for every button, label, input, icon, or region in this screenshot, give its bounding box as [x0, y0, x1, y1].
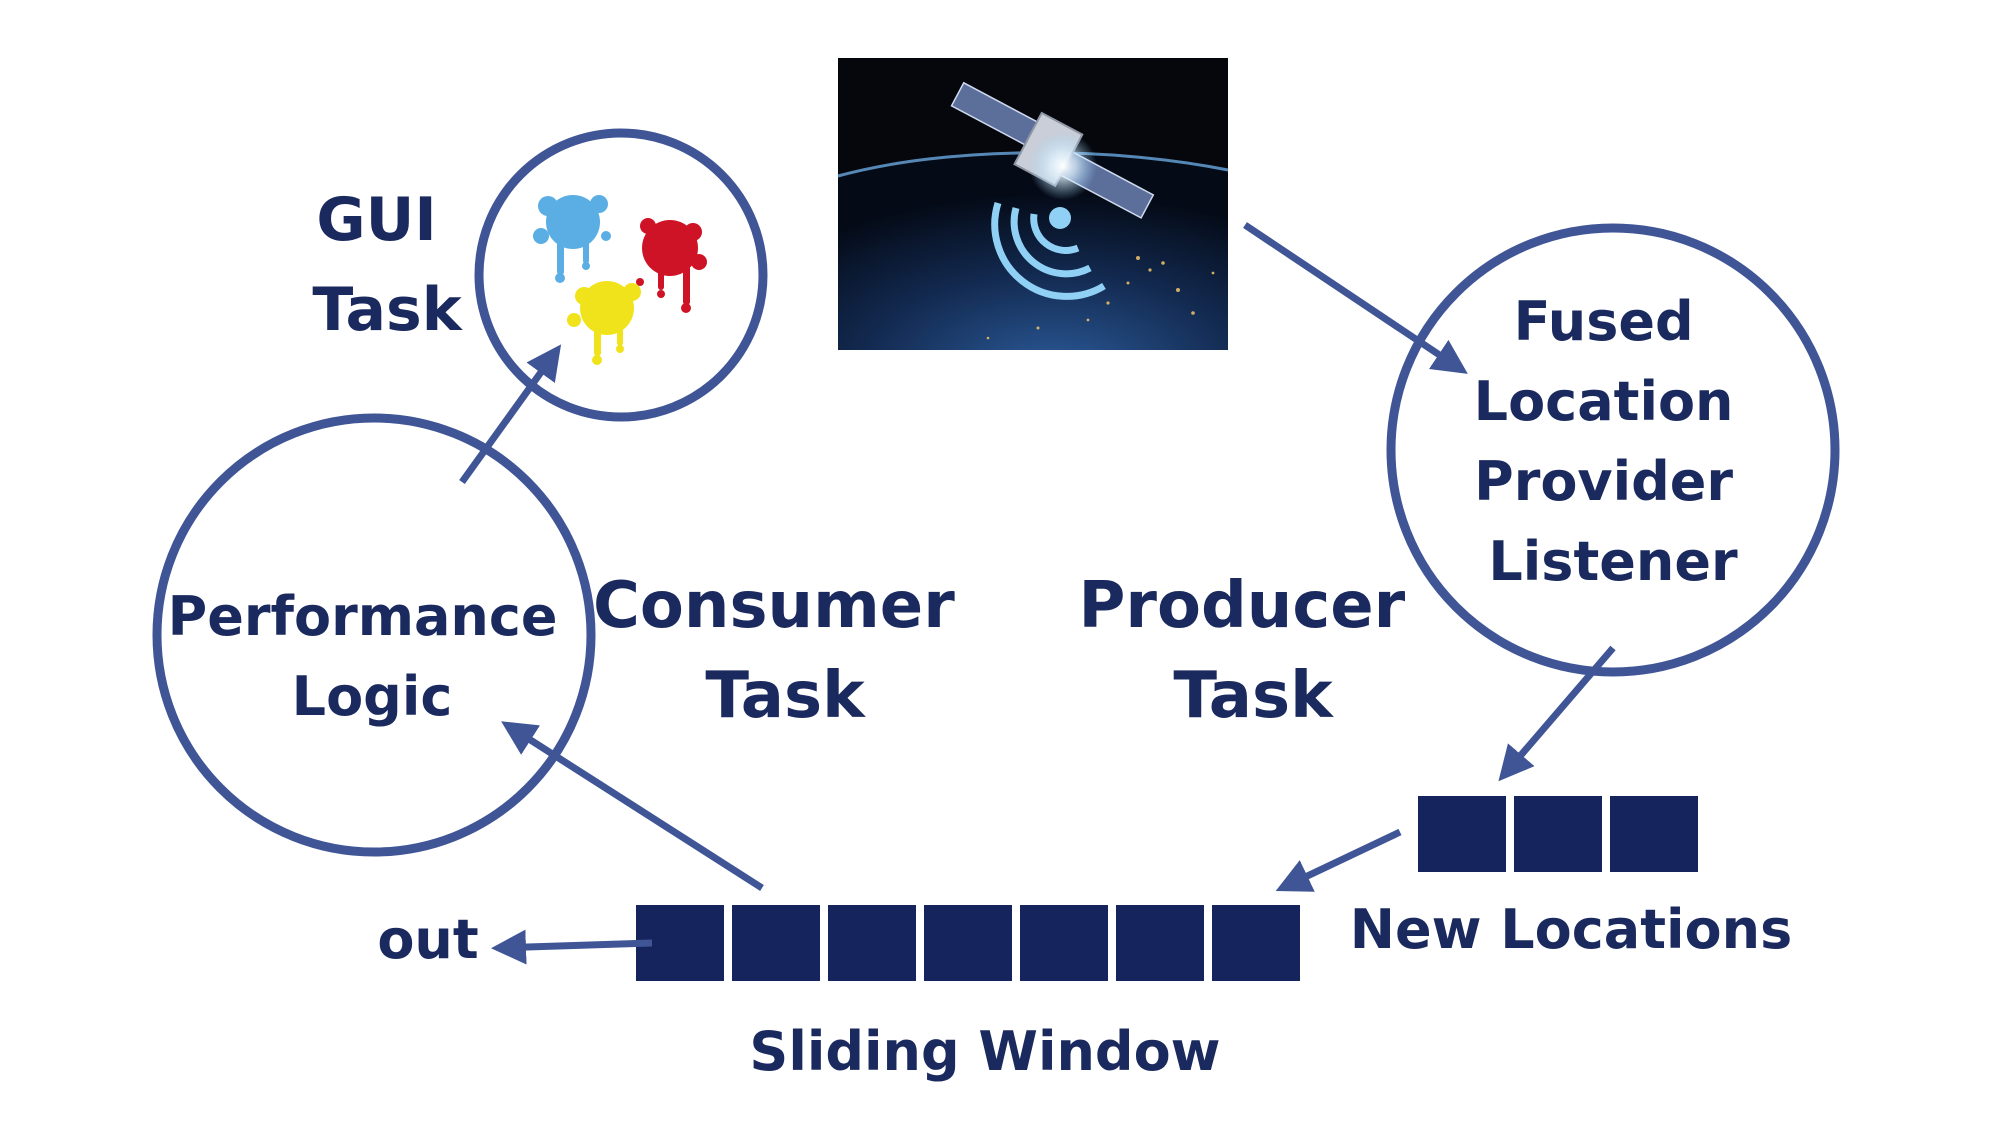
fused-location-line-3: Provider	[1474, 450, 1733, 513]
signal-icon	[991, 201, 1106, 300]
fused-location-line-2: Location	[1474, 370, 1734, 433]
arrow-sliding-window-to-out	[491, 929, 653, 965]
paint-splat-icon	[533, 195, 707, 365]
new-locations-cell	[1510, 792, 1606, 876]
new-locations-cell	[1414, 792, 1510, 876]
arrow-performance-logic-to-gui-task	[459, 344, 562, 485]
performance-logic-circle	[152, 413, 596, 857]
gui-task-circle	[474, 128, 768, 422]
sliding-window-buffer	[632, 901, 1304, 985]
sliding-window-cell	[1208, 901, 1304, 985]
sliding-window-cell	[824, 901, 920, 985]
sliding-window-cell	[1016, 901, 1112, 985]
fused-location-circle	[1386, 223, 1840, 677]
sliding-window-cell	[1112, 901, 1208, 985]
fused-location-label: Fused Location Provider Listener	[1474, 290, 1753, 593]
arrow-sliding-window-to-performance-logic	[501, 721, 764, 891]
arrow-satellite-to-fused-location	[1243, 222, 1468, 374]
performance-logic-label: Performance Logic	[168, 585, 577, 728]
producer-task-line-2: Task	[1173, 659, 1334, 733]
producer-task-label: Producer Task	[1079, 569, 1428, 733]
producer-task-line-1: Producer	[1079, 569, 1406, 643]
consumer-task-label: Consumer Task	[593, 569, 977, 733]
performance-logic-line-1: Performance	[168, 585, 558, 648]
new-locations-buffer	[1414, 792, 1702, 876]
new-locations-label: New Locations	[1350, 898, 1792, 961]
consumer-task-line-1: Consumer	[593, 569, 955, 643]
out-label: out	[377, 908, 478, 971]
fused-location-line-4: Listener	[1488, 530, 1738, 593]
sliding-window-cell	[728, 901, 824, 985]
satellite-image	[837, 58, 1229, 350]
arrow-fused-location-to-new-locations	[1498, 645, 1616, 782]
consumer-task-line-2: Task	[705, 659, 866, 733]
performance-logic-line-2: Logic	[292, 665, 453, 728]
gui-task-line-2: Task	[312, 275, 463, 345]
new-locations-cell	[1606, 792, 1702, 876]
fused-location-line-1: Fused	[1514, 290, 1694, 353]
sliding-window-label: Sliding Window	[749, 1020, 1220, 1083]
gui-task-line-1: GUI	[316, 185, 436, 255]
gui-task-label: GUI Task	[312, 185, 463, 345]
sliding-window-cell	[920, 901, 1016, 985]
arrow-new-locations-to-sliding-window	[1275, 828, 1402, 892]
